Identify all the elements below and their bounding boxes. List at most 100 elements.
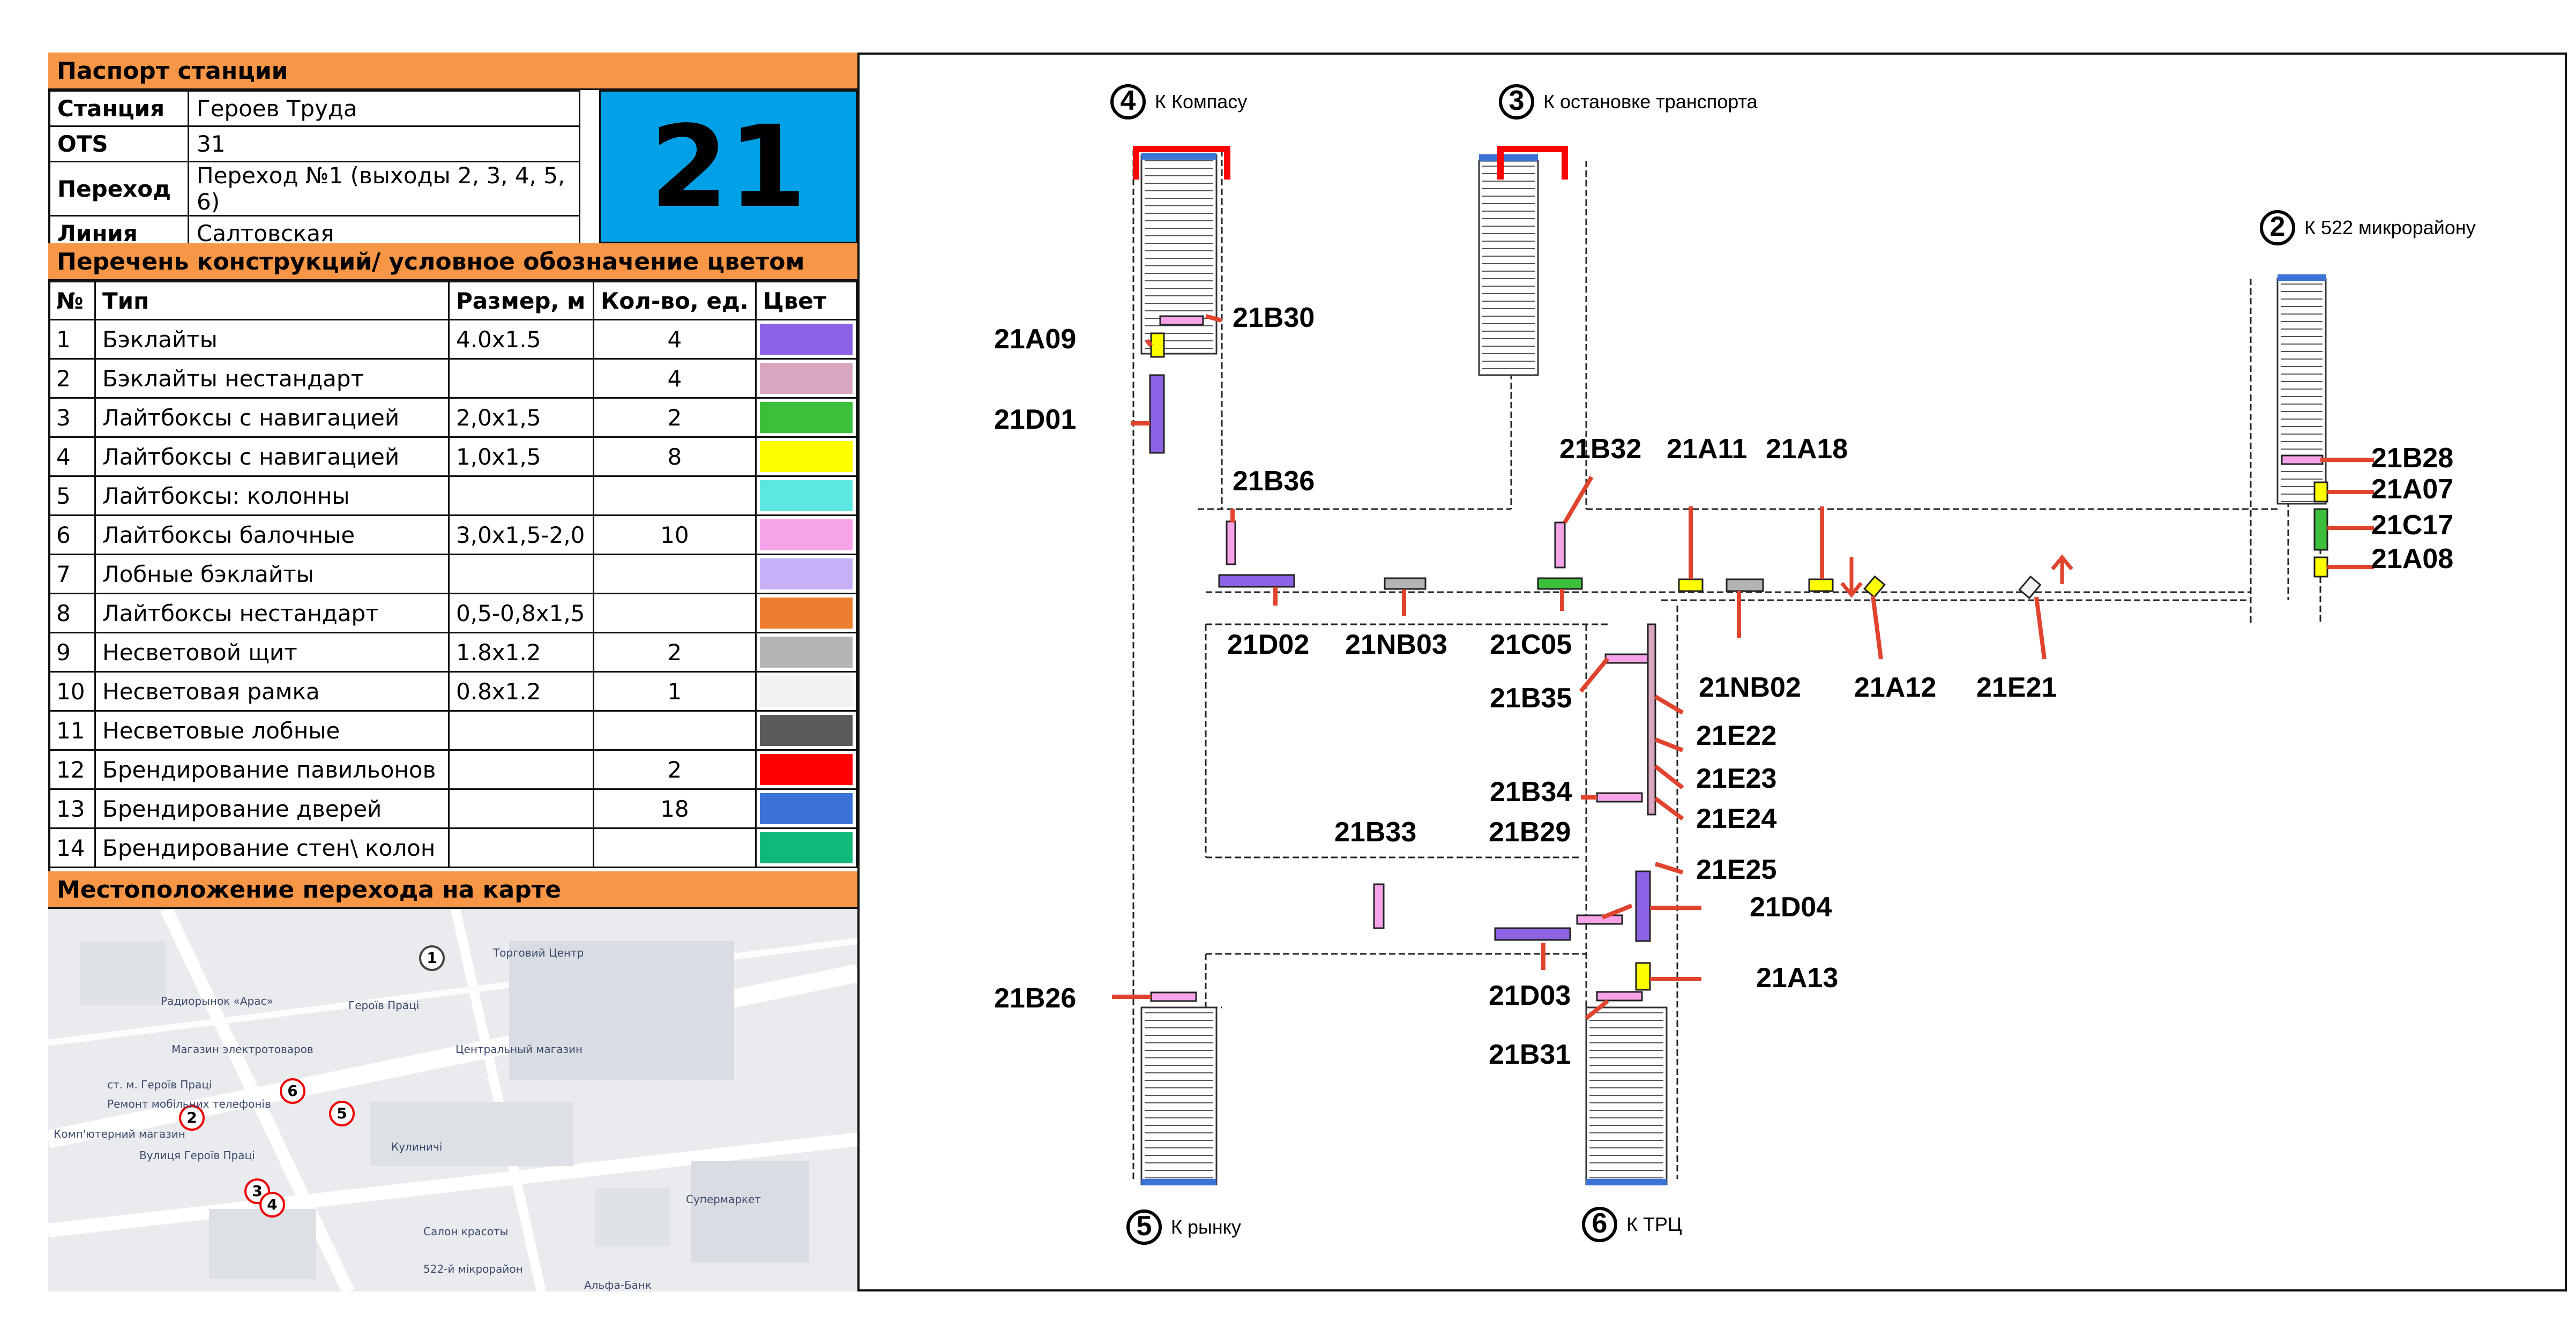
structure-marker xyxy=(1647,623,1656,816)
col-header-number: № xyxy=(48,281,96,320)
passport-title: Паспорт станции xyxy=(48,53,857,90)
callout-line xyxy=(1205,314,1223,323)
map-place-label: ст. м. Героїв Праці xyxy=(107,1078,212,1091)
color-swatch xyxy=(759,558,853,589)
color-swatch xyxy=(759,441,853,472)
code-label-d04: 21D04 xyxy=(1750,892,1832,923)
exit-e5-label: К рынку xyxy=(1171,1216,1241,1238)
callout-line xyxy=(2034,596,2047,660)
cell-qty: 1 xyxy=(593,671,757,712)
structure-marker xyxy=(1218,574,1295,588)
callout-line xyxy=(1585,999,1609,1020)
cell-type: Бэклайты нестандарт xyxy=(94,358,450,399)
cell-type: Лайтбоксы балочные xyxy=(94,514,450,555)
code-label-b36: 21B36 xyxy=(1233,466,1315,497)
color-swatch xyxy=(759,480,853,511)
passport-key: OTS xyxy=(48,125,189,162)
exit-e5-number: 5 xyxy=(1137,1211,1152,1242)
exit-e6-label: К ТРЦ xyxy=(1626,1213,1682,1235)
cell-color xyxy=(755,671,858,712)
exit-e3-marker xyxy=(1499,84,1534,120)
code-label-d01: 21D01 xyxy=(994,404,1076,435)
code-label-a11: 21A11 xyxy=(1667,434,1747,465)
cell-qty: 8 xyxy=(593,436,757,477)
code-label-e22: 21E22 xyxy=(1696,720,1776,751)
map-place-label: Альфа-Банк xyxy=(584,1279,652,1291)
structure-marker xyxy=(1678,578,1704,592)
cell-size: 1.8x1.2 xyxy=(448,632,594,673)
color-swatch xyxy=(759,598,853,629)
map-exit-marker: 5 xyxy=(329,1101,355,1126)
map-place-label: Ремонт мобільних телефонів xyxy=(107,1097,271,1110)
structure-marker xyxy=(1808,578,1834,592)
code-label-b30: 21B30 xyxy=(1233,302,1315,333)
code-label-e23: 21E23 xyxy=(1696,763,1776,794)
color-swatch xyxy=(759,715,853,746)
color-swatch xyxy=(759,637,853,668)
cell-size: 2,0x1,5 xyxy=(448,397,594,438)
cell-color xyxy=(755,710,858,751)
map-place-label: Торговий Центр xyxy=(493,946,584,959)
passport-key: Переход xyxy=(48,161,189,216)
cell-type: Лайтбоксы: колонны xyxy=(94,475,450,516)
map-canvas xyxy=(48,909,857,1291)
cell-type: Лайтбоксы нестандарт xyxy=(94,593,450,633)
cell-n: 6 xyxy=(48,514,96,555)
pavilion-branding xyxy=(1497,146,1568,180)
exit-e2-marker xyxy=(2260,210,2295,245)
cell-size: 1,0x1,5 xyxy=(448,436,594,477)
structure-marker xyxy=(1635,870,1651,942)
cell-color xyxy=(755,319,858,360)
cell-color xyxy=(755,358,858,399)
structure-marker xyxy=(1494,927,1571,941)
cell-type: Лобные бэклайты xyxy=(94,554,450,594)
passport-value: Переход №1 (выходы 2, 3, 4, 5, 6) xyxy=(188,161,580,216)
map-place-label: Комп'ютерний магазин xyxy=(54,1128,185,1140)
code-label-b26: 21B26 xyxy=(994,983,1076,1014)
callout-line xyxy=(1654,695,1684,715)
cell-color xyxy=(755,827,858,868)
code-label-b28: 21B28 xyxy=(2371,443,2453,474)
cell-color xyxy=(755,593,858,633)
code-label-b31: 21B31 xyxy=(1489,1039,1571,1070)
cell-color xyxy=(755,749,858,790)
cell-size: 0,5-0,8x1,5 xyxy=(448,593,594,633)
map-place-label: 522-й мікрорайон xyxy=(423,1263,523,1275)
callout-line xyxy=(1654,862,1684,875)
structure-marker xyxy=(1863,575,1886,599)
arrow-head xyxy=(2051,554,2073,571)
callout-line xyxy=(1654,796,1684,821)
structure-marker xyxy=(2281,454,2324,465)
cell-qty: 4 xyxy=(593,319,757,360)
cell-color xyxy=(755,554,858,594)
structure-marker xyxy=(1537,577,1583,590)
arrow-head xyxy=(1840,581,1863,598)
code-label-b29: 21B29 xyxy=(1489,817,1571,848)
code-label-a09: 21A09 xyxy=(994,324,1076,355)
callout-line xyxy=(1601,904,1633,920)
cell-n: 14 xyxy=(48,827,96,868)
exit-e6-number: 6 xyxy=(1592,1208,1608,1239)
code-label-b34: 21B34 xyxy=(1490,777,1572,808)
cell-n: 2 xyxy=(48,358,96,399)
map-exit-marker: 4 xyxy=(259,1192,285,1218)
structure-marker xyxy=(2313,481,2328,503)
cell-size: 4.0x1.5 xyxy=(448,319,594,360)
cell-n: 12 xyxy=(48,749,96,790)
map-place-label: Супермаркет xyxy=(686,1193,761,1206)
structure-marker xyxy=(1726,578,1764,592)
cell-color xyxy=(755,788,858,829)
structure-marker xyxy=(1150,991,1197,1002)
cell-type: Брендирование дверей xyxy=(94,788,450,829)
cell-n: 5 xyxy=(48,475,96,516)
code-label-e21: 21E21 xyxy=(1976,672,2057,703)
